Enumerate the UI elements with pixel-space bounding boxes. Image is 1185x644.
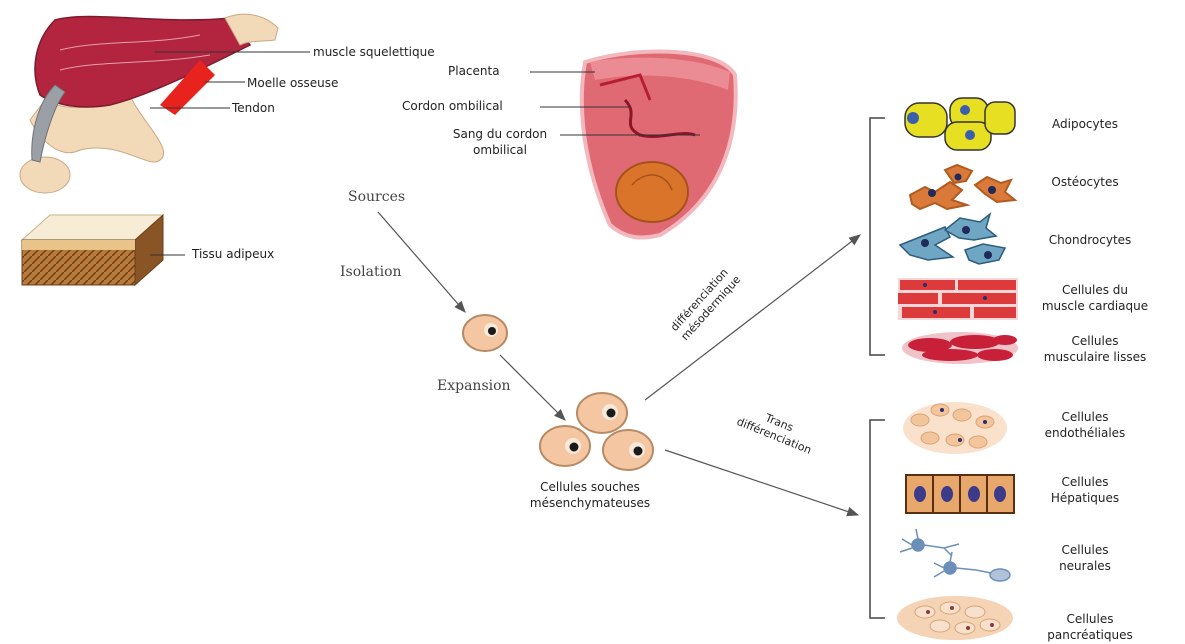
msc-cluster <box>539 392 654 471</box>
label-cell-type: Cellules du muscle cardiaque <box>1025 283 1165 314</box>
isolated-cell <box>462 314 508 352</box>
label-adipocytes: Adipocytes <box>1052 117 1118 131</box>
label-sources: Sources <box>348 189 406 205</box>
label-cell-type: Adipocytes <box>1030 117 1140 133</box>
osteocytes-illustration <box>908 163 1018 211</box>
label-cell-type: Ostéocytes <box>1030 175 1140 191</box>
neural-illustration <box>899 528 1011 582</box>
label-hepatic-line2: Hépatiques <box>1050 490 1120 505</box>
label-msc: Cellules souches mésenchymateuses <box>520 480 660 511</box>
label-smooth-line1: Cellules <box>1071 334 1119 348</box>
label-placenta: Placenta <box>448 64 500 78</box>
adipocytes-illustration <box>904 97 1016 151</box>
label-isolation: Isolation <box>340 264 402 280</box>
hepatic-illustration <box>905 474 1015 514</box>
label-cell-type: Cellules musculaire lisses <box>1025 334 1165 365</box>
label-osteocytes: Ostéocytes <box>1051 175 1119 189</box>
label-endothelial-line2: endothéliales <box>1044 425 1126 440</box>
label-msc-line1: Cellules souches <box>540 480 640 494</box>
pancreatic-illustration <box>897 596 1013 640</box>
label-cardiac-line1: Cellules du <box>1061 283 1129 297</box>
label-pancreatic-line2: pancréatiques <box>1047 627 1133 642</box>
label-cell-type: Cellules neurales <box>1030 543 1140 574</box>
label-cell-type: Cellules pancréatiques <box>1030 612 1150 643</box>
label-chondrocytes: Chondrocytes <box>1048 233 1132 247</box>
label-cell-type: Cellules Hépatiques <box>1030 475 1140 506</box>
chondrocytes-illustration <box>898 211 1007 265</box>
label-bone-marrow: Moelle osseuse <box>247 76 339 90</box>
endothelial-illustration <box>903 402 1007 454</box>
adipose-tissue-illustration <box>20 213 185 287</box>
tendon <box>31 84 66 163</box>
label-cell-type: Chondrocytes <box>1030 233 1150 249</box>
placenta-illustration <box>530 49 738 240</box>
label-hepatic-line1: Cellules <box>1061 475 1109 489</box>
label-umbilical-cord: Cordon ombilical <box>402 99 503 113</box>
label-cord-blood: Sang du cordon ombilical <box>440 127 560 158</box>
bone-marrow <box>160 60 215 115</box>
label-expansion: Expansion <box>437 378 511 394</box>
cardiac-muscle-illustration <box>898 278 1018 320</box>
label-neural-line1: Cellules <box>1061 543 1109 557</box>
label-endothelial-line1: Cellules <box>1061 410 1109 424</box>
label-neural-line2: neurales <box>1059 558 1111 573</box>
label-cell-type: Cellules endothéliales <box>1030 410 1140 441</box>
label-msc-line2: mésenchymateuses <box>529 495 651 510</box>
label-skeletal-muscle: muscle squelettique <box>313 45 435 59</box>
label-tendon: Tendon <box>232 101 275 115</box>
label-pancreatic-line1: Cellules <box>1066 612 1114 626</box>
label-cord-blood-line1: Sang du cordon <box>452 127 548 141</box>
label-adipose-tissue: Tissu adipeux <box>192 247 275 261</box>
leg-illustration <box>19 13 310 194</box>
label-cardiac-line2: muscle cardiaque <box>1041 298 1149 313</box>
smooth-muscle-illustration <box>902 332 1018 364</box>
label-cord-blood-line2: ombilical <box>473 142 527 157</box>
label-smooth-line2: musculaire lisses <box>1043 349 1147 364</box>
